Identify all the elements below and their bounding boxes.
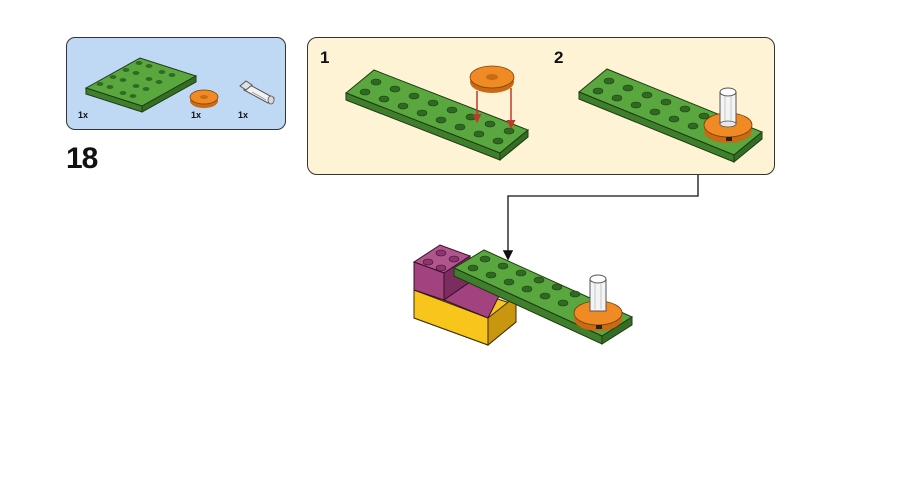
main-assembly xyxy=(412,244,634,347)
substep2-axle-pin xyxy=(719,87,737,128)
part-quantity-round-tile: 1x xyxy=(191,110,202,120)
substep-number-2: 2 xyxy=(554,48,564,67)
part-green-plate xyxy=(84,57,198,113)
part-orange-round-tile xyxy=(189,89,219,108)
substep1-green-plate xyxy=(345,69,529,162)
step-number: 18 xyxy=(66,142,98,175)
part-axle-pin xyxy=(239,80,275,105)
substep1-placement-arrows xyxy=(472,88,516,129)
substep2-orange-tile xyxy=(703,112,753,143)
substep-number-1: 1 xyxy=(320,48,330,67)
part-quantity-axle-pin: 1x xyxy=(238,110,249,120)
part-quantity-plate: 1x xyxy=(78,110,89,120)
callout-connector-arrow xyxy=(502,175,699,261)
substep1-orange-tile xyxy=(469,65,515,93)
